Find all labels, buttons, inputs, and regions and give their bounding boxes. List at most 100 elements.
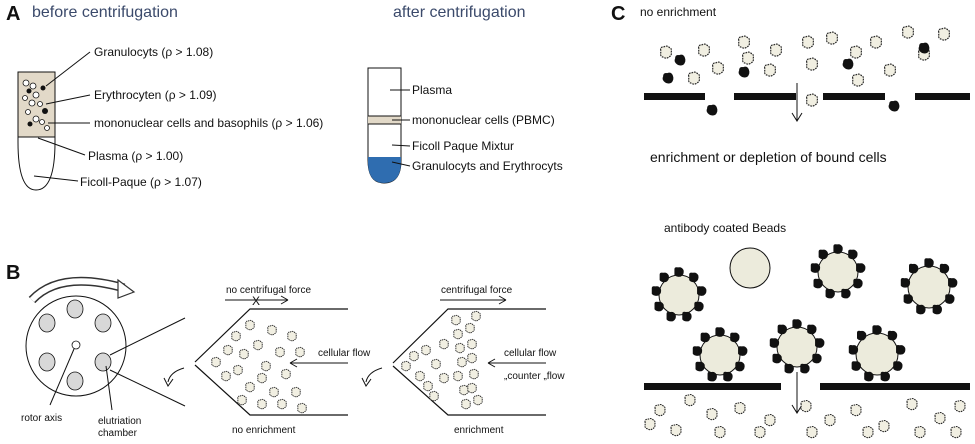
cell (654, 403, 666, 417)
label-mononuclear: mononuclear cells and basophils (ρ > 1.0… (94, 116, 323, 130)
no-centrifugal-force-label: no centrifugal force (226, 285, 311, 296)
cell (712, 61, 725, 75)
cell (902, 25, 915, 39)
antibody-icon (916, 304, 926, 315)
cell (245, 381, 255, 393)
cells-enriched (401, 310, 483, 410)
cell (802, 35, 815, 49)
label-after-pbmc: mononuclear cells (PBMC) (412, 113, 555, 127)
antibody-icon (815, 338, 825, 348)
antibody-icon (730, 332, 740, 343)
cell (684, 393, 696, 407)
cell (237, 394, 247, 406)
top-filter (644, 83, 970, 122)
cell (245, 319, 255, 331)
antibody-icon (948, 278, 958, 288)
cell (223, 344, 233, 356)
label-after-granulocyts: Granulocyts and Erythrocyts (412, 159, 563, 173)
cell (806, 57, 819, 71)
cell (826, 31, 839, 45)
antibody-icon (887, 330, 898, 341)
elutriation-label-2: chamber (98, 428, 138, 439)
enrichment-label: enrichment (454, 425, 504, 436)
antibody-icon (674, 267, 684, 277)
antibody-icon (772, 353, 782, 364)
cell (850, 45, 863, 59)
cell (644, 417, 656, 431)
black-cell (738, 66, 750, 78)
mixed-cells (22, 79, 50, 131)
cross-mark: X (252, 294, 260, 308)
antibody-icon (735, 361, 745, 372)
beads-label: antibody coated Beads (664, 221, 786, 235)
antibody-icon (864, 371, 874, 382)
cell (409, 350, 419, 362)
antibody-icon (666, 311, 676, 322)
antibody-icon (700, 332, 710, 343)
antibody-icon (856, 263, 866, 273)
label-ficoll: Ficoll-Paque (ρ > 1.07) (80, 175, 202, 189)
cell (670, 423, 682, 437)
panel-b-letter: B (6, 262, 20, 284)
cell (257, 398, 267, 410)
before-tube (17, 71, 56, 191)
cell (878, 419, 890, 433)
antibody-icon (848, 345, 859, 355)
cell (457, 356, 467, 368)
cell (239, 348, 249, 360)
cell (467, 382, 477, 394)
label-after-plasma: Plasma (412, 83, 452, 97)
cell (231, 330, 241, 342)
cell (824, 413, 836, 427)
antibody-icon (689, 272, 699, 283)
cell (764, 63, 777, 77)
antibody-icon (841, 288, 851, 299)
cell (257, 372, 267, 384)
antibody-icon (924, 258, 934, 268)
cell (884, 63, 897, 77)
cell (698, 43, 711, 57)
antibody-icon (810, 263, 821, 273)
cell (275, 346, 285, 358)
antibody-icon (833, 244, 843, 254)
antibody-icon (818, 249, 828, 260)
antibody-icon (807, 324, 817, 335)
antibody-icon (812, 353, 822, 364)
rotor-axis-label: rotor axis (21, 413, 62, 424)
cells-no-enrichment (660, 25, 951, 116)
cell (471, 310, 481, 322)
antibody-icon (784, 363, 794, 374)
cell (451, 314, 461, 326)
antibody-icon (825, 288, 835, 299)
cell (211, 356, 221, 368)
cell (734, 401, 746, 415)
antibody-icon (654, 301, 664, 312)
cell (934, 411, 946, 425)
antibody-icon (903, 294, 913, 304)
cell (954, 399, 966, 413)
cell (467, 338, 477, 350)
cell (714, 425, 726, 439)
antibody-icon (939, 263, 950, 274)
antibody-icon (908, 263, 919, 274)
cells-uniform (211, 319, 307, 414)
rotor (25, 276, 186, 411)
after-tube (367, 67, 402, 184)
cell (253, 339, 263, 351)
cell (862, 425, 874, 439)
antibody-beads (651, 244, 958, 382)
cell (295, 346, 305, 358)
chamber-enrichment (361, 295, 546, 416)
cell (800, 399, 812, 413)
cell (455, 342, 465, 354)
label-after-ficoll: Ficoll Paque Mixtur (412, 139, 514, 153)
antibody-icon (932, 304, 942, 315)
cell (754, 425, 766, 439)
panel-a-letter: A (6, 3, 20, 25)
chamber-no-enrichment (163, 295, 348, 416)
antibody-icon (769, 338, 780, 348)
antibody-icon (692, 346, 703, 356)
centrifugal-force-label: centrifugal force (441, 285, 513, 296)
antibody-icon (694, 301, 704, 312)
cell (233, 364, 243, 376)
